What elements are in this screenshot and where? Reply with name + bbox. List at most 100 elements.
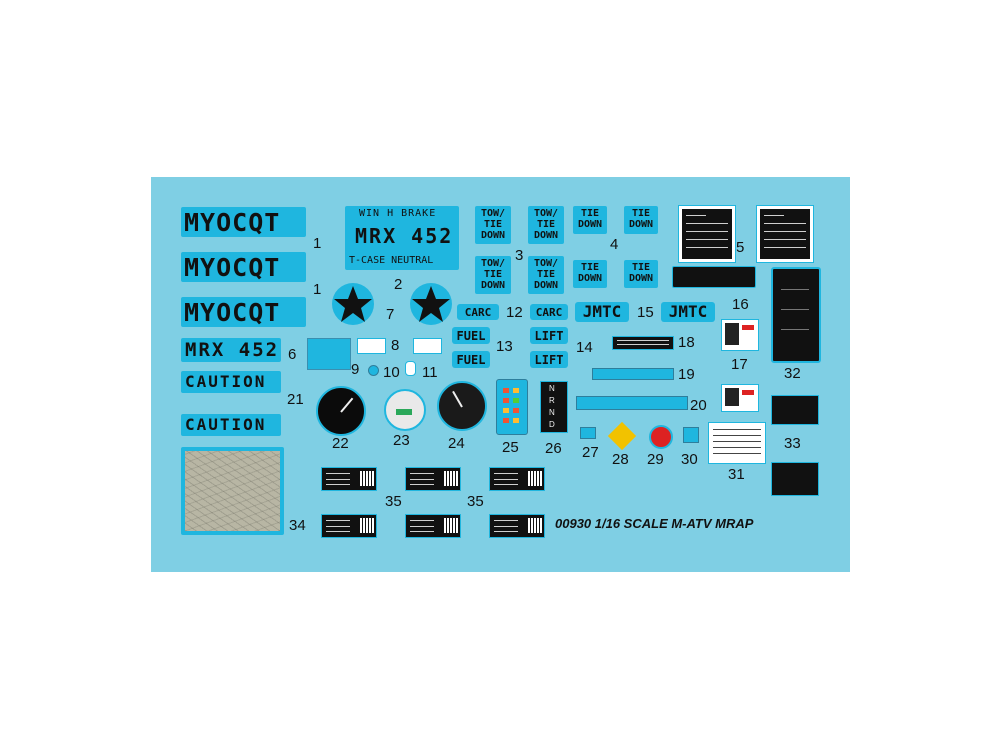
label-32: 32 [784, 365, 801, 382]
tow-line: TIE [483, 269, 503, 280]
map-image [185, 451, 280, 531]
decal-fuel-2: FUEL [452, 351, 490, 368]
tow-line: TOW/ [533, 258, 559, 269]
label-29: 29 [647, 451, 664, 468]
myocqt-text: MYOCQT [184, 253, 281, 282]
tow-line: TIE [536, 219, 556, 230]
label-11: 11 [422, 364, 438, 381]
decal-myocqt-1: MYOCQT [181, 207, 306, 237]
decal-carc-2: CARC [530, 304, 568, 320]
star-icon [332, 283, 374, 325]
gauge-icon [437, 381, 487, 431]
tow-line: TOW/ [533, 208, 559, 219]
mrx-text: MRX 452 [185, 339, 280, 361]
brake-bot-text: T-CASE NEUTRAL [349, 255, 434, 266]
decal-tag [405, 514, 461, 538]
label-31: 31 [728, 466, 745, 483]
label-15: 15 [637, 304, 654, 321]
decal-tie-1: TIE DOWN [573, 206, 607, 234]
decal-data-plate-1 [678, 205, 736, 263]
label-10: 10 [383, 364, 400, 381]
decal-tie-2: TIE DOWN [624, 206, 658, 234]
decal-33a [771, 395, 819, 425]
label-1b: 1 [313, 281, 322, 298]
label-2: 2 [394, 276, 403, 293]
tow-line: DOWN [533, 230, 559, 241]
label-28: 28 [612, 451, 629, 468]
label-7: 7 [386, 306, 395, 323]
label-5: 5 [736, 239, 745, 256]
tow-line: TOW/ [480, 208, 506, 219]
label-14: 14 [576, 339, 593, 356]
decal-caution-2: CAUTION [181, 414, 281, 436]
label-1a: 1 [313, 235, 322, 252]
lift-text: LIFT [534, 329, 564, 343]
decal-11 [405, 361, 416, 376]
decal-warning-17 [721, 319, 759, 351]
label-34: 34 [289, 517, 306, 534]
decal-tie-4: TIE DOWN [624, 260, 658, 288]
label-22: 22 [332, 435, 349, 452]
gear-letter: R [549, 396, 555, 405]
decal-data-plate-2 [756, 205, 814, 263]
label-26: 26 [545, 440, 562, 457]
decal-carc-1: CARC [457, 304, 499, 320]
decal-33b [771, 462, 819, 496]
tie-line: TIE [580, 208, 600, 219]
myocqt-text: MYOCQT [184, 208, 281, 237]
decal-jmtc-2: JMTC [661, 302, 715, 322]
label-21: 21 [287, 391, 304, 408]
jmtc-text: JMTC [668, 302, 708, 321]
tow-line: TIE [483, 219, 503, 230]
decal-fuel-1: FUEL [452, 327, 490, 344]
gear-letter: D [549, 420, 555, 429]
label-19: 19 [678, 366, 695, 383]
label-3: 3 [515, 247, 524, 264]
decal-myocqt-3: MYOCQT [181, 297, 306, 327]
caution-text: CAUTION [185, 415, 267, 434]
decal-tag [321, 467, 377, 491]
tie-line: TIE [580, 262, 600, 273]
carc-text: CARC [535, 306, 563, 319]
label-16: 16 [732, 296, 749, 313]
decal-lift-1: LIFT [530, 327, 568, 344]
decal-8a [357, 338, 386, 354]
tow-line: DOWN [480, 280, 506, 291]
decal-16 [672, 266, 756, 288]
decal-tag [489, 514, 545, 538]
tie-line: DOWN [577, 219, 603, 230]
tow-line: DOWN [480, 230, 506, 241]
gear-letter: N [549, 408, 555, 417]
label-27: 27 [582, 444, 599, 461]
sheet-title: 00930 1/16 SCALE M-ATV MRAP [555, 516, 754, 531]
tow-line: DOWN [533, 280, 559, 291]
caution-text: CAUTION [185, 372, 267, 391]
decal-switch-panel [496, 379, 528, 435]
decal-manual-31 [708, 422, 766, 464]
gauge-icon [316, 386, 366, 436]
tie-line: DOWN [577, 273, 603, 284]
carc-text: CARC [464, 306, 492, 319]
decal-tow-1: TOW/ TIE DOWN [475, 206, 511, 244]
tie-line: DOWN [628, 219, 654, 230]
decal-27 [580, 427, 596, 439]
brake-mid-text: MRX 452 [355, 224, 454, 248]
decal-tow-4: TOW/ TIE DOWN [528, 256, 564, 294]
decal-8b [413, 338, 442, 354]
decal-tie-3: TIE DOWN [573, 260, 607, 288]
decal-30 [683, 427, 699, 443]
decal-tag [489, 467, 545, 491]
gauge-icon [384, 389, 426, 431]
decal-jmtc-1: JMTC [575, 302, 629, 322]
label-35a: 35 [385, 493, 402, 510]
decal-tow-3: TOW/ TIE DOWN [475, 256, 511, 294]
decal-18 [612, 336, 674, 350]
decal-brake-plate: WIN H BRAKE MRX 452 T-CASE NEUTRAL [345, 206, 459, 270]
gear-letter: N [549, 384, 555, 393]
label-30: 30 [681, 451, 698, 468]
decal-caution-1: CAUTION [181, 371, 281, 393]
label-35b: 35 [467, 493, 484, 510]
decal-10 [368, 365, 379, 376]
label-23: 23 [393, 432, 410, 449]
fuel-text: FUEL [456, 353, 486, 367]
